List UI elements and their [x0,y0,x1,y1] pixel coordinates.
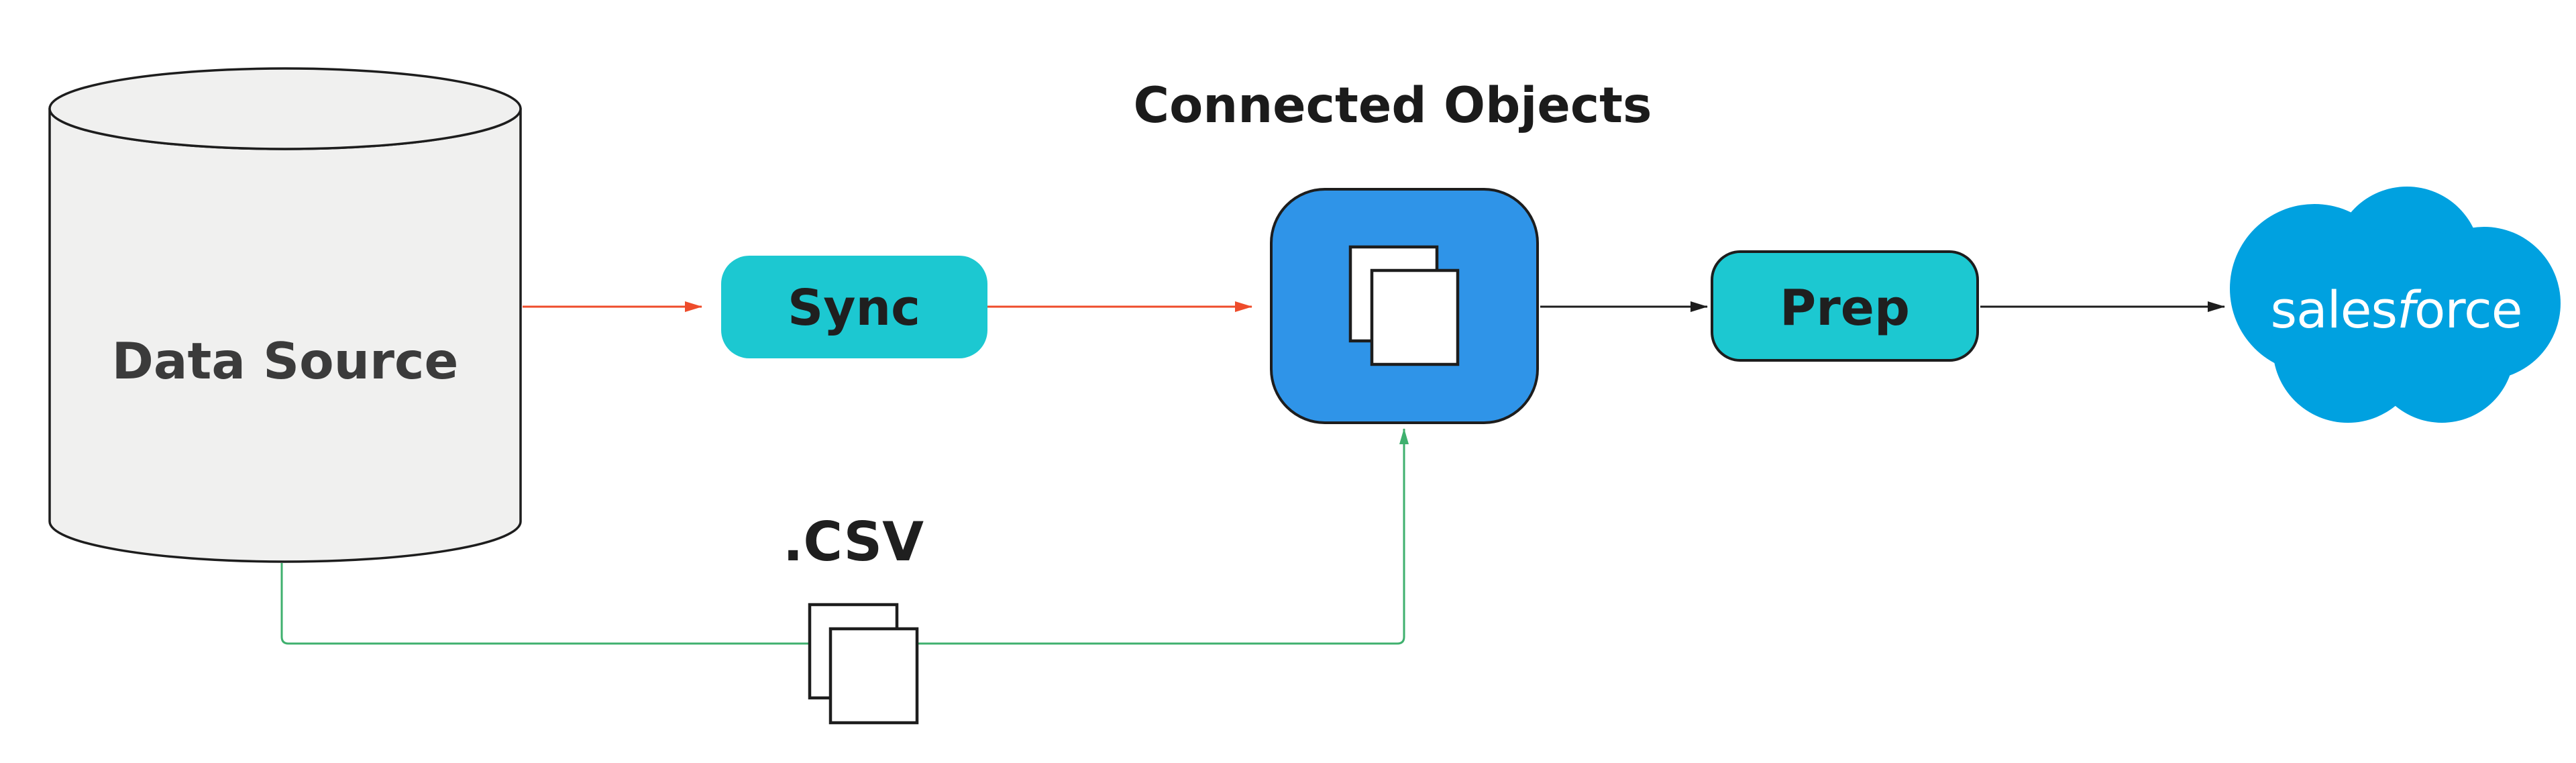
salesforce-wordmark: salesforce [2270,280,2522,340]
prep-node: Prep [1711,250,1979,362]
database-cylinder-top [48,67,522,150]
document-front [1370,268,1460,366]
salesforce-node: salesforce [2230,187,2561,423]
csv-document-front [828,627,919,725]
salesforce-wordmark-prefix: sales [2270,280,2397,340]
sync-label: Sync [788,279,920,337]
diagram-title: Connected Objects [1134,77,1652,134]
salesforce-cloud-logo [2230,187,2561,423]
csv-node: .CSV [783,511,924,725]
copy-documents-icon [1348,245,1460,366]
data-source-label: Data Source [112,332,459,391]
data-source-node: Data Source [48,67,522,563]
sync-box [721,256,987,358]
prep-box [1711,250,1979,362]
prep-label: Prep [1780,279,1910,337]
copy-documents-icon [808,603,919,725]
salesforce-wordmark-suffix: orce [2414,280,2522,340]
sync-node: Sync [721,256,987,358]
connected-objects-node [1270,188,1539,424]
csv-label: .CSV [783,511,924,573]
